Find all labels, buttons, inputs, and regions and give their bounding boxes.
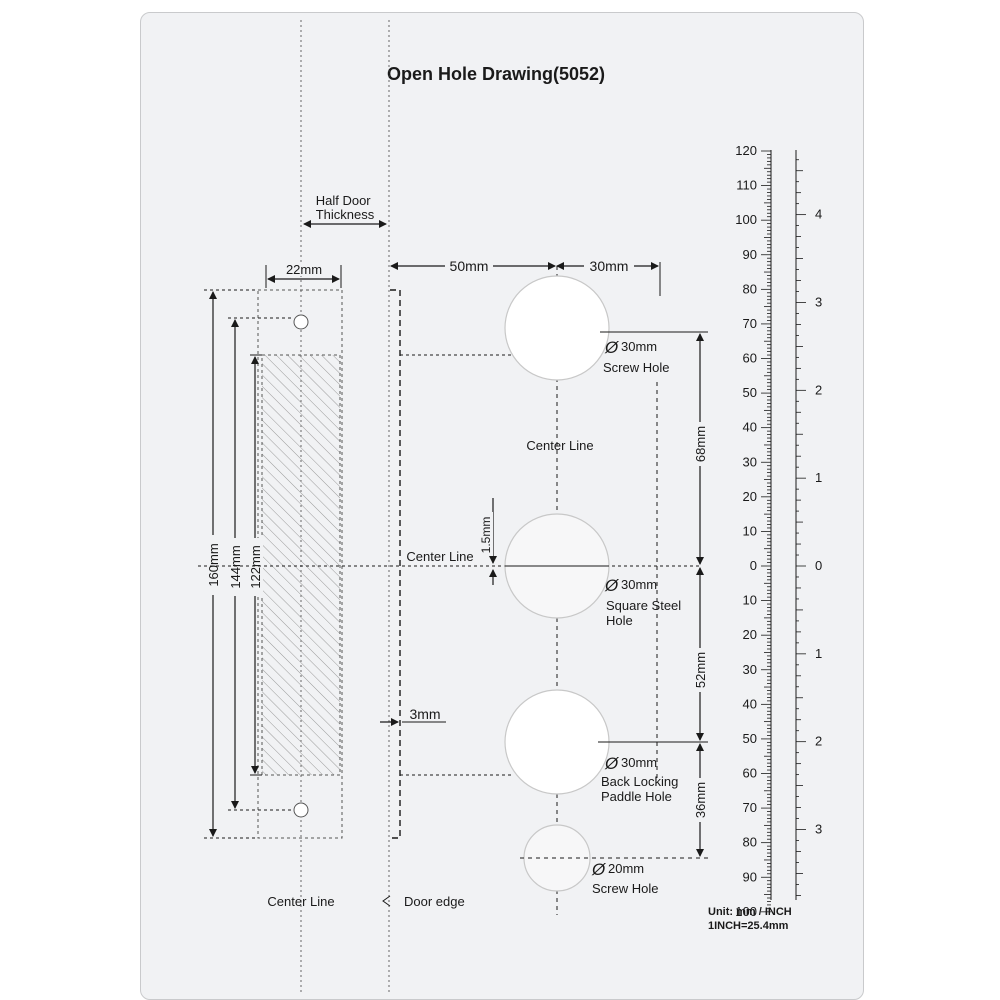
ruler-mm-label: 110 (736, 178, 757, 193)
hole-label-1: Ø 30mm Screw Hole (603, 338, 669, 375)
faceplate-top-screw-icon (293, 314, 309, 330)
page-title: Open Hole Drawing(5052) (387, 64, 605, 84)
ruler-conversion-text: 1INCH=25.4mm (708, 920, 789, 932)
ruler-mm-label: 20 (743, 627, 757, 642)
dim-144-bg (227, 538, 243, 596)
hole-4-diameter: 20mm (608, 861, 644, 876)
dim-52-label: 52mm (693, 652, 708, 688)
ruler-inch-label: 4 (815, 207, 822, 222)
lock-body-cutout (261, 354, 341, 776)
ruler-mm-label: 20 (743, 489, 757, 504)
door-edge-icon (382, 895, 391, 907)
dim-122-label: 122mm (248, 545, 263, 588)
ruler-mm-label: 90 (743, 869, 757, 884)
half-door-line1: Half Door (316, 193, 372, 208)
dim-30-top-bg (584, 257, 634, 273)
hole-3-diameter: 30mm (621, 755, 657, 770)
ruler-inch-label: 2 (815, 382, 822, 397)
hole-1-name: Screw Hole (603, 360, 669, 375)
ruler-mm-label: 60 (743, 766, 757, 781)
ruler-mm-label: 40 (743, 696, 757, 711)
ruler-mm-label: 70 (743, 316, 757, 331)
ruler-inch-label: 1 (815, 646, 822, 661)
dim-36-bg (691, 778, 709, 822)
dim-22-bg (284, 262, 324, 276)
center-line-bottom-label: Center Line (267, 894, 334, 909)
hole-2-diameter: 30mm (621, 577, 657, 592)
screw-hole-top (504, 275, 610, 381)
hole-label-3: Ø 30mm Back Locking Paddle Hole (601, 754, 678, 804)
hole-2-diameter-icon: Ø (604, 576, 620, 595)
ruler-inch-label: 0 (815, 558, 822, 573)
dim-50-bg (445, 257, 493, 273)
ruler-mm-label: 0 (750, 558, 757, 573)
dim-30-top-label: 30mm (590, 258, 629, 274)
center-line-left-bg (401, 548, 481, 564)
faceplate-bottom-screw-icon (293, 802, 309, 818)
dim-160-label: 160mm (206, 543, 221, 586)
dim-144-label: 144mm (228, 545, 243, 588)
ruler-mm-label: 90 (743, 247, 757, 262)
hole-3-diameter-icon: Ø (604, 754, 620, 773)
ruler-mm-label: 120 (735, 143, 757, 158)
hole-1-diameter-icon: Ø (604, 338, 620, 357)
ruler-inch-ticks (796, 159, 806, 896)
ruler-mm-label: 10 (743, 593, 757, 608)
dim-1-5-bg (478, 512, 493, 556)
ruler-mm-label: 30 (743, 454, 757, 469)
center-line-left-label: Center Line (406, 549, 473, 564)
hole-2-name-1: Square Steel (606, 598, 681, 613)
dim-22-label: 22mm (286, 262, 322, 277)
ruler-mm-label: 70 (743, 800, 757, 815)
hole-1-diameter: 30mm (621, 339, 657, 354)
screw-hole-bottom (523, 824, 591, 892)
ruler-mm-label: 10 (743, 523, 757, 538)
ruler-mm-label: 40 (743, 420, 757, 435)
half-door-line2: Thickness (316, 207, 375, 222)
back-locking-paddle-hole (504, 689, 610, 795)
ruler-mm-label: 80 (743, 281, 757, 296)
ruler-mm-labels: 1201101009080706050403020100102030405060… (735, 143, 757, 919)
ruler-inch-label: 2 (815, 734, 822, 749)
dim-68-bg (691, 422, 709, 466)
ruler-mm-label: 30 (743, 662, 757, 677)
ruler-mm-label: 100 (735, 904, 757, 919)
dim-52-bg (691, 648, 709, 692)
hole-3-name-2: Paddle Hole (601, 789, 672, 804)
dim-160-bg (205, 535, 221, 595)
ruler-inch-labels: 4 3 2 1 0 1 2 3 (815, 207, 822, 837)
ruler-inch-label: 1 (815, 470, 822, 485)
ruler-mm-ticks (761, 150, 771, 913)
template-sheet (140, 12, 864, 1000)
dim-68-label: 68mm (693, 426, 708, 462)
dim-36-label: 36mm (693, 782, 708, 818)
ruler-mm-label: 50 (743, 731, 757, 746)
hole-label-4: Ø 20mm Screw Hole (591, 860, 658, 896)
hole-label-2: Ø 30mm Square Steel Hole (604, 576, 681, 628)
ruler-mm-label: 50 (743, 385, 757, 400)
dim-122-bg (247, 538, 263, 596)
ruler-mm-label: 60 (743, 351, 757, 366)
dim-50-label: 50mm (450, 258, 489, 274)
dim-1-5-label: 1.5mm (479, 517, 493, 554)
hole-4-diameter-icon: Ø (591, 860, 607, 879)
hole-4-name: Screw Hole (592, 881, 658, 896)
hole-2-name-2: Hole (606, 613, 633, 628)
center-line-mid-label: Center Line (526, 438, 593, 453)
ruler-mm-label: 80 (743, 835, 757, 850)
half-door-label: Half Door Thickness (316, 193, 375, 222)
dim-3-label: 3mm (409, 706, 440, 722)
ruler-mm-label: 100 (735, 212, 757, 227)
ruler-inch-label: 3 (815, 294, 822, 309)
measurement-ruler: 1201101009080706050403020100102030405060… (735, 143, 822, 919)
ruler-unit-text: Unit: mm / INCH (708, 906, 792, 918)
door-edge-label: Door edge (404, 894, 465, 909)
ruler-inch-label: 3 (815, 822, 822, 837)
hole-3-name-1: Back Locking (601, 774, 678, 789)
door-edge-profile (390, 289, 401, 839)
